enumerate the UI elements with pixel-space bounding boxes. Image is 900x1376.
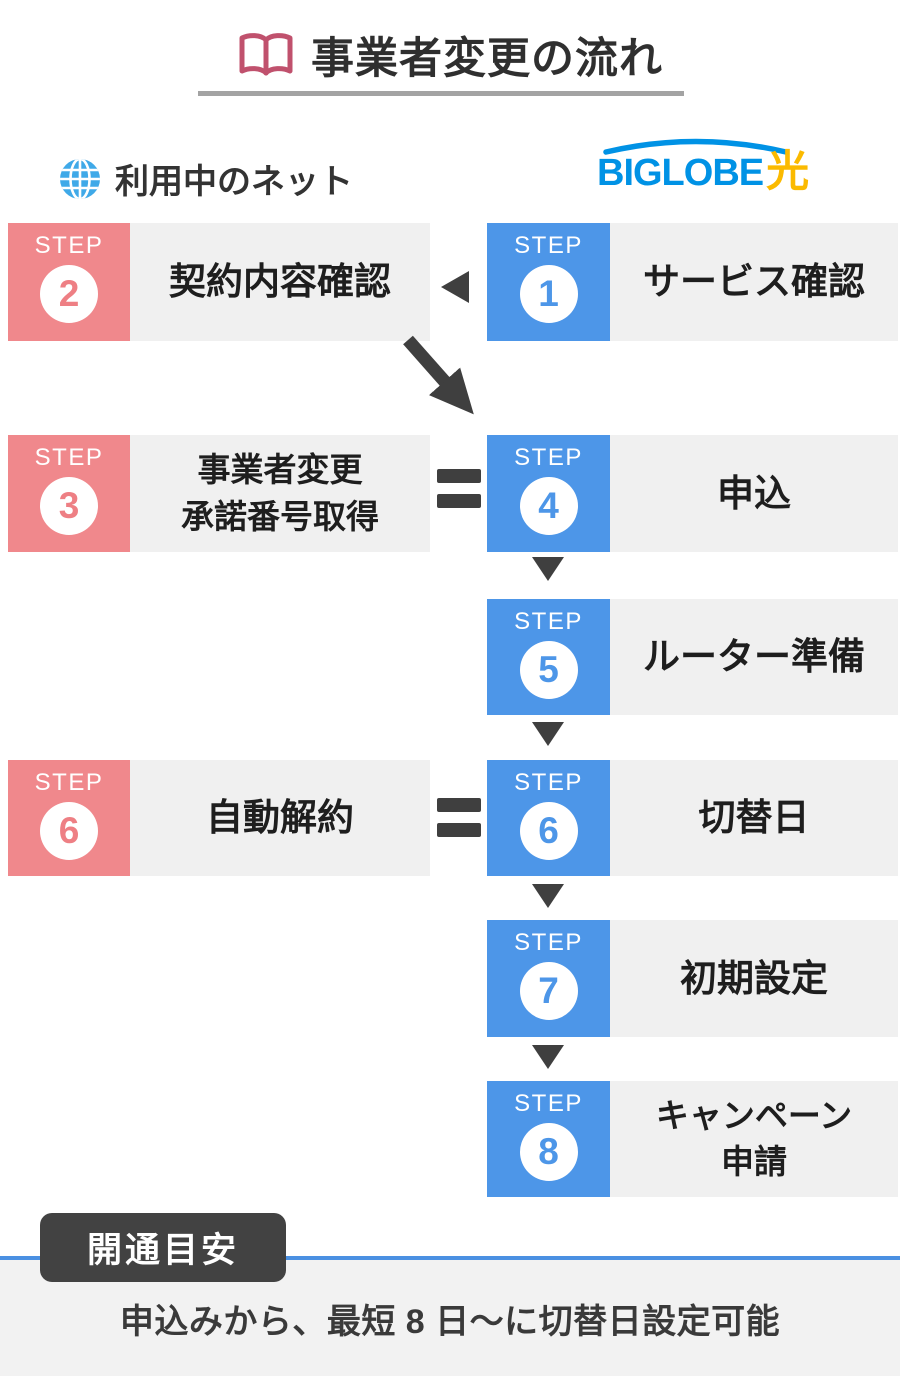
- column-header-biglobe-logo: BIGLOBE 光: [597, 138, 837, 196]
- step-badge-3: STEP 3: [8, 435, 130, 552]
- step-badge-6-right: STEP 6: [487, 760, 610, 876]
- step-label: 自動解約: [130, 760, 430, 876]
- step-row-right-4: STEP 4 申込: [487, 435, 898, 552]
- page-title: 事業者変更の流れ: [311, 35, 663, 83]
- step-word: STEP: [514, 1090, 583, 1117]
- step-word: STEP: [34, 444, 104, 471]
- step-row-left-2: STEP 2 契約内容確認: [8, 223, 430, 341]
- step-row-left-3: STEP 3 事業者変更 承諾番号取得: [8, 435, 430, 552]
- arrow-down-step5-to-step6-icon: [532, 722, 564, 746]
- step-word: STEP: [514, 444, 583, 471]
- biglobe-hikari-text: 光: [766, 148, 810, 196]
- step-row-right-6: STEP 6 切替日: [487, 760, 898, 876]
- step-label: キャンペーン 申請: [610, 1081, 898, 1197]
- column-header-left-label: 利用中のネット: [115, 163, 353, 201]
- step-number: 5: [519, 641, 578, 699]
- step-badge-8: STEP 8: [487, 1081, 610, 1197]
- step-badge-5: STEP 5: [487, 599, 610, 715]
- globe-icon: [60, 158, 100, 199]
- footer-note-section: 申込みから、最短 8 日〜に切替日設定可能: [0, 1260, 900, 1376]
- step-badge-2: STEP 2: [8, 223, 130, 341]
- step-row-right-1: STEP 1 サービス確認: [487, 223, 898, 341]
- step-label: 申込: [610, 435, 898, 552]
- step-number: 6: [519, 802, 578, 860]
- step-number: 6: [40, 802, 98, 860]
- step-number: 2: [40, 265, 98, 323]
- step-number: 7: [519, 962, 578, 1020]
- book-icon: [239, 33, 293, 76]
- step-number: 1: [519, 265, 578, 323]
- estimate-badge-label: 開通目安: [86, 1231, 239, 1270]
- step-label: 事業者変更 承諾番号取得: [130, 435, 430, 552]
- column-header-current-net: 利用中のネット: [58, 154, 353, 203]
- arrow-down-step7-to-step8-icon: [532, 1045, 564, 1069]
- step-word: STEP: [34, 232, 104, 259]
- step-label: サービス確認: [610, 223, 898, 341]
- footer-note-text: 申込みから、最短 8 日〜に切替日設定可能: [119, 1302, 781, 1341]
- step-number: 8: [519, 1123, 578, 1181]
- estimate-badge: 開通目安: [40, 1213, 286, 1282]
- arrow-step2-to-step4-icon: [403, 335, 474, 415]
- step-word: STEP: [514, 769, 583, 796]
- equals-step6-step6-icon: [437, 798, 481, 837]
- biglobe-logo-text: BIGLOBE: [597, 151, 764, 194]
- arrow-down-step4-to-step5-icon: [532, 557, 564, 581]
- step-badge-7: STEP 7: [487, 920, 610, 1037]
- step-word: STEP: [34, 769, 104, 796]
- title-underline: [198, 91, 684, 96]
- step-word: STEP: [514, 232, 583, 259]
- step-badge-4: STEP 4: [487, 435, 610, 552]
- step-word: STEP: [514, 608, 583, 635]
- step-badge-6-left: STEP 6: [8, 760, 130, 876]
- equals-step3-step4-icon: [437, 469, 481, 508]
- step-label: 切替日: [610, 760, 898, 876]
- arrow-left-step1-to-step2-icon: [441, 271, 469, 303]
- step-label: ルーター準備: [610, 599, 898, 715]
- footer-divider-line: [0, 1256, 900, 1260]
- step-row-right-7: STEP 7 初期設定: [487, 920, 898, 1037]
- step-row-right-8: STEP 8 キャンペーン 申請: [487, 1081, 898, 1197]
- arrow-down-step6-to-step7-icon: [532, 884, 564, 908]
- step-number: 4: [519, 477, 578, 535]
- step-label: 契約内容確認: [130, 223, 430, 341]
- step-word: STEP: [514, 929, 583, 956]
- step-row-right-5: STEP 5 ルーター準備: [487, 599, 898, 715]
- step-number: 3: [40, 477, 98, 535]
- biglobe-arc-icon: [603, 138, 789, 155]
- page-header: 事業者変更の流れ: [0, 24, 900, 86]
- step-row-left-6: STEP 6 自動解約: [8, 760, 430, 876]
- step-badge-1: STEP 1: [487, 223, 610, 341]
- step-label: 初期設定: [610, 920, 898, 1037]
